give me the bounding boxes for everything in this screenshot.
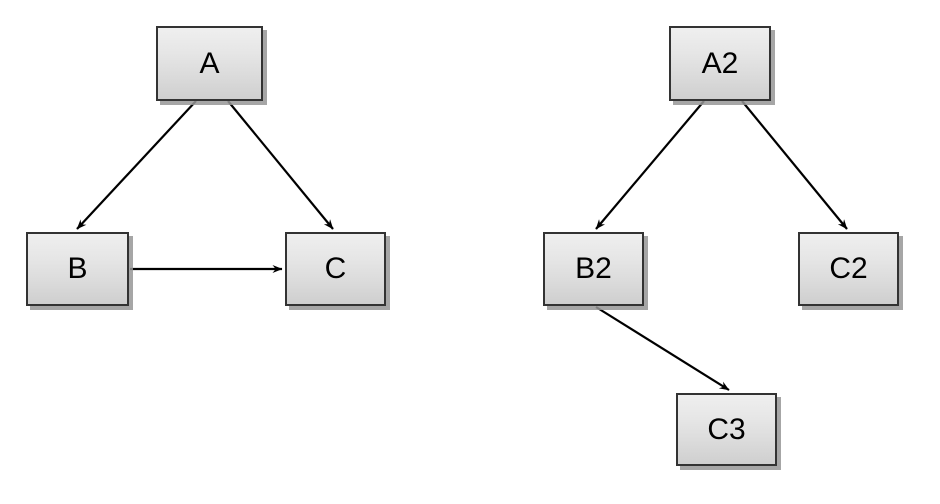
edge-a-to-c xyxy=(227,100,334,230)
edge-b2-to-c3 xyxy=(595,306,730,391)
node-a[interactable]: A xyxy=(156,26,263,101)
node-b[interactable]: B xyxy=(26,232,129,306)
node-c[interactable]: C xyxy=(285,232,386,306)
node-label-c2: C2 xyxy=(829,252,868,285)
node-c2[interactable]: C2 xyxy=(798,232,899,306)
node-label-b: B xyxy=(67,252,88,285)
edge-a2-to-c2 xyxy=(741,100,848,230)
edge-a2-to-b2 xyxy=(595,100,705,230)
node-label-a: A xyxy=(199,46,220,80)
node-label-c: C xyxy=(324,252,347,285)
node-label-a2: A2 xyxy=(701,46,739,80)
node-label-c3: C3 xyxy=(707,412,746,446)
node-label-b2: B2 xyxy=(575,252,612,285)
node-a2[interactable]: A2 xyxy=(669,26,771,101)
node-c3[interactable]: C3 xyxy=(676,393,777,466)
edge-a-to-b xyxy=(76,100,197,230)
node-b2[interactable]: B2 xyxy=(543,232,644,306)
